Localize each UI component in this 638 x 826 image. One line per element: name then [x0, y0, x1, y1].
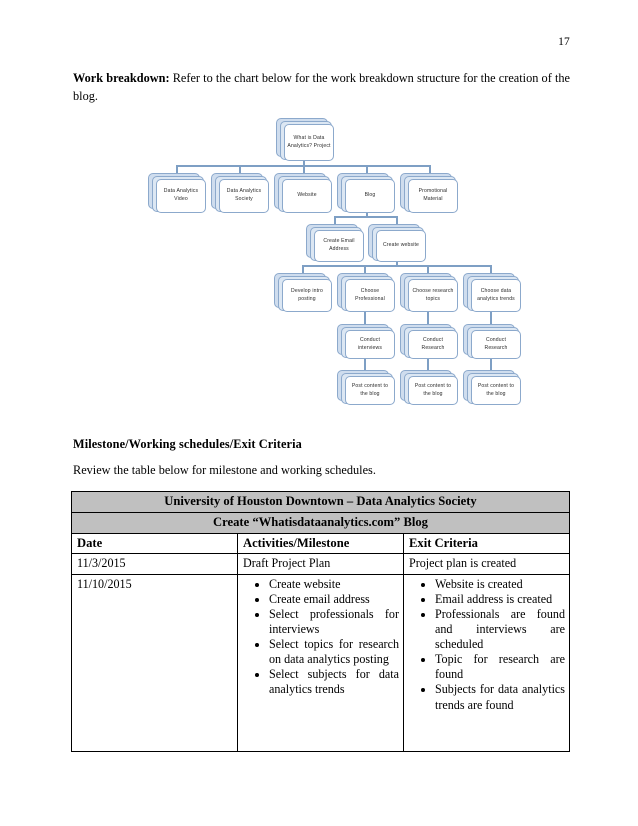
connector-tier3-drop-2	[396, 216, 398, 224]
diagram-node-blog[interactable]: Blog	[337, 173, 395, 213]
list-item: Create website	[269, 577, 399, 592]
milestone-table: University of Houston Downtown – Data An…	[71, 491, 570, 752]
diagram-node-conduct-research-1[interactable]: Conduct Research	[400, 324, 458, 359]
diagram-node-data-analytics-video[interactable]: Data Analytics Video	[148, 173, 206, 213]
connector-tier4-bus	[302, 265, 490, 267]
table-title-row-2: Create “Whatisdataanalytics.com” Blog	[71, 512, 570, 534]
list-item: Create email address	[269, 592, 399, 607]
table-row: 11/3/2015 Draft Project Plan Project pla…	[71, 553, 570, 575]
node-label: Blog	[345, 179, 395, 213]
diagram-node-develop-intro-posting[interactable]: Develop intro posting	[274, 273, 332, 312]
node-label: Choose data analytics trends	[471, 279, 521, 312]
diagram-node-choose-professional[interactable]: Choose Professional	[337, 273, 395, 312]
connector-tier2-drop-3	[303, 165, 305, 173]
activities-bullet-list: Create websiteCreate email addressSelect…	[243, 577, 399, 698]
cell-activities: Draft Project Plan	[237, 553, 404, 575]
exit-criteria-bullet-list: Website is createdEmail address is creat…	[409, 577, 565, 713]
column-header-activities: Activities/Milestone	[237, 533, 404, 554]
column-header-date: Date	[71, 533, 238, 554]
connector-tier4-drop-4	[490, 265, 492, 273]
list-item: Website is created	[435, 577, 565, 592]
table-header-row: Date Activities/Milestone Exit Criteria	[71, 533, 570, 554]
work-breakdown-structure-diagram: What is Data Analytics? Project Data Ana…	[0, 110, 638, 405]
column-header-exit-criteria: Exit Criteria	[403, 533, 570, 554]
table-row: 11/10/2015 Create websiteCreate email ad…	[71, 573, 570, 752]
connector-tier5-drop-2	[427, 306, 429, 324]
connector-tier5-drop-1	[364, 306, 366, 324]
node-label: Data Analytics Society	[219, 179, 269, 213]
diagram-node-post-content-1[interactable]: Post content to the blog	[337, 370, 395, 405]
diagram-node-data-analytics-society[interactable]: Data Analytics Society	[211, 173, 269, 213]
list-item: Subjects for data analytics trends are f…	[435, 682, 565, 712]
connector-tier2-drop-5	[429, 165, 431, 173]
connector-tier6-drop-1	[364, 353, 366, 370]
node-label: Conduct Research	[408, 330, 458, 359]
connector-tier6-drop-3	[490, 353, 492, 370]
list-item: Topic for research are found	[435, 652, 565, 682]
cell-exit-criteria: Project plan is created	[403, 553, 570, 575]
diagram-node-create-email-address[interactable]: Create Email Address	[306, 224, 364, 262]
diagram-node-conduct-interviews[interactable]: Conduct interviews	[337, 324, 395, 359]
connector-tier2-drop-1	[176, 165, 178, 173]
connector-tier4-drop-1	[302, 265, 304, 273]
work-breakdown-label: Work breakdown:	[73, 71, 170, 85]
node-label: Create Email Address	[314, 230, 364, 262]
node-label: Develop intro posting	[282, 279, 332, 312]
node-label: What is Data Analytics? Project	[284, 124, 334, 161]
node-label: Promotional Material	[408, 179, 458, 213]
list-item: Select professionals for interviews	[269, 607, 399, 637]
node-label: Post content to the blog	[345, 376, 395, 405]
node-label: Conduct interviews	[345, 330, 395, 359]
table-title-row-1: University of Houston Downtown – Data An…	[71, 491, 570, 513]
node-label: Website	[282, 179, 332, 213]
diagram-node-create-website[interactable]: Create website	[368, 224, 426, 262]
work-breakdown-paragraph: Work breakdown: Refer to the chart below…	[73, 70, 570, 106]
list-item: Select topics for research on data analy…	[269, 637, 399, 667]
connector-tier4-drop-3	[427, 265, 429, 273]
node-label: Choose research topics	[408, 279, 458, 312]
node-label: Choose Professional	[345, 279, 395, 312]
milestone-intro-paragraph: Review the table below for milestone and…	[73, 463, 376, 477]
diagram-node-promotional-material[interactable]: Promotional Material	[400, 173, 458, 213]
cell-exit-criteria: Website is createdEmail address is creat…	[403, 573, 570, 752]
node-label: Post content to the blog	[408, 376, 458, 405]
diagram-node-post-content-3[interactable]: Post content to the blog	[463, 370, 521, 405]
connector-tier2-drop-4	[366, 165, 368, 173]
list-item: Select subjects for data analytics trend…	[269, 667, 399, 697]
node-label: Post content to the blog	[471, 376, 521, 405]
work-breakdown-text: Refer to the chart below for the work br…	[73, 71, 570, 103]
node-label: Data Analytics Video	[156, 179, 206, 213]
table-title-1: University of Houston Downtown – Data An…	[71, 491, 570, 513]
table-title-2: Create “Whatisdataanalytics.com” Blog	[71, 512, 570, 534]
connector-tier2-drop-2	[239, 165, 241, 173]
list-item: Professionals are found and interviews a…	[435, 607, 565, 652]
diagram-node-post-content-2[interactable]: Post content to the blog	[400, 370, 458, 405]
connector-tier5-drop-3	[490, 306, 492, 324]
node-label: Conduct Research	[471, 330, 521, 359]
diagram-node-choose-data-analytics-trends[interactable]: Choose data analytics trends	[463, 273, 521, 312]
diagram-node-root[interactable]: What is Data Analytics? Project	[276, 118, 334, 161]
connector-tier4-drop-2	[364, 265, 366, 273]
connector-tier3-bus	[334, 216, 398, 218]
milestone-section-heading: Milestone/Working schedules/Exit Criteri…	[73, 437, 302, 451]
cell-date: 11/10/2015	[71, 573, 238, 752]
cell-date: 11/3/2015	[71, 553, 238, 575]
connector-tier3-drop-1	[334, 216, 336, 224]
diagram-node-website[interactable]: Website	[274, 173, 332, 213]
cell-activities: Create websiteCreate email addressSelect…	[237, 573, 404, 752]
page-number: 17	[558, 36, 570, 48]
diagram-node-conduct-research-2[interactable]: Conduct Research	[463, 324, 521, 359]
diagram-node-choose-research-topics[interactable]: Choose research topics	[400, 273, 458, 312]
list-item: Email address is created	[435, 592, 565, 607]
node-label: Create website	[376, 230, 426, 262]
connector-tier6-drop-2	[427, 353, 429, 370]
